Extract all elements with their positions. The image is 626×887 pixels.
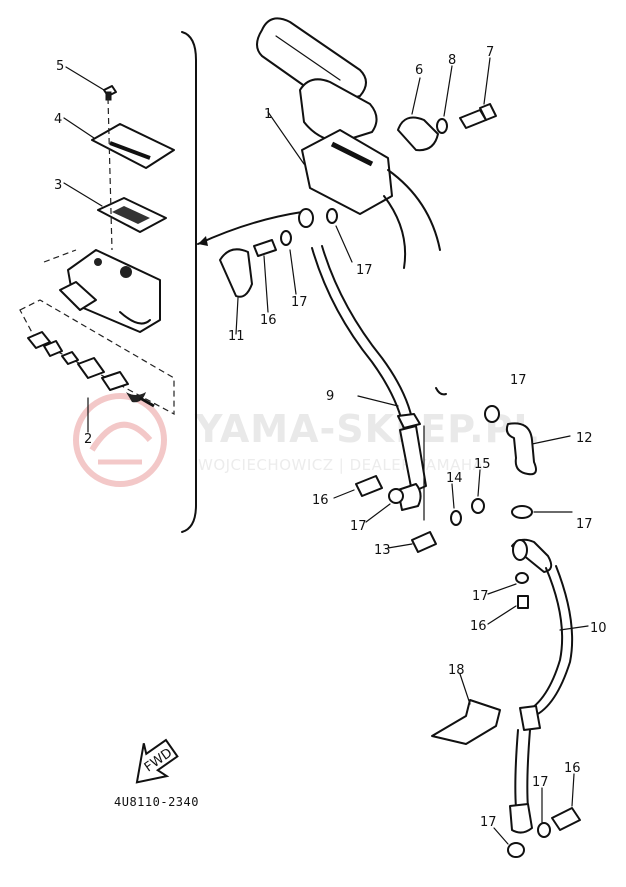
leader-17-bottom	[493, 827, 509, 845]
callout-17-lower: 17	[472, 589, 489, 604]
part-17-washer-hose10	[487, 572, 529, 595]
part-16-bolt-top	[253, 239, 277, 313]
callout-10: 10	[590, 621, 607, 636]
watermark: YAMA-SKLEP.PL WOJCIECHOWICZ | DEALER YAM…	[73, 393, 539, 487]
part-17-washer-mid	[365, 488, 404, 523]
callout-17-right: 17	[576, 517, 593, 532]
callouts: 5 4 3 2 1 6 8 7 11 16 17 17 17 9 17 12 1…	[54, 45, 607, 830]
part-9-brake-hose	[298, 208, 427, 521]
callout-15: 15	[474, 457, 491, 472]
part-12-brake-pipe	[435, 387, 571, 476]
part-number: 4U8110-2340	[114, 795, 199, 809]
part-4-cap	[63, 117, 175, 169]
callout-11: 11	[228, 329, 245, 344]
callout-2: 2	[84, 432, 92, 447]
part-17-washer-bottom	[537, 787, 551, 838]
part-16-bolt-hose10	[487, 595, 529, 625]
callout-18: 18	[448, 663, 465, 678]
part-6-holder	[397, 77, 439, 152]
callout-17-bottom-a: 17	[532, 775, 549, 790]
callout-17-mid: 17	[350, 519, 367, 534]
callout-1: 1	[264, 107, 272, 122]
callout-17-pipe: 17	[510, 373, 527, 388]
part-10-brake-hose	[507, 538, 589, 858]
part-3-diaphragm	[63, 97, 167, 251]
part-17-washer-lever	[326, 208, 353, 263]
callout-12: 12	[576, 431, 593, 446]
handlebar-assembly	[256, 17, 441, 269]
part-8-washer	[436, 65, 453, 134]
part-17-washer-right	[511, 505, 573, 519]
callout-16-mid: 16	[312, 493, 329, 508]
callout-16-hose10: 16	[470, 619, 487, 634]
callout-17-lever: 17	[356, 263, 373, 278]
watermark-logo	[73, 393, 167, 487]
front-arrow: FWD	[135, 738, 179, 784]
part-5-screw	[65, 66, 117, 101]
callout-3: 3	[54, 178, 62, 193]
callout-17-top: 17	[291, 295, 308, 310]
callout-7: 7	[486, 45, 494, 60]
part-13-bolt	[387, 531, 437, 553]
callout-16-bottom: 16	[564, 761, 581, 776]
part-15-nut	[471, 469, 485, 514]
callout-4: 4	[54, 112, 62, 127]
part-18-bracket	[431, 673, 501, 745]
arrow-to-lever	[197, 211, 303, 245]
piston-assembly	[27, 331, 155, 408]
watermark-subtitle: WOJCIECHOWICZ | DEALER YAMAHA	[198, 456, 484, 474]
part-11-banjo-union	[219, 248, 253, 335]
callout-14: 14	[446, 471, 463, 486]
callout-17-bottom-b: 17	[480, 815, 497, 830]
callout-16-top: 16	[260, 313, 277, 328]
callout-9: 9	[326, 389, 334, 404]
part-2-master-cylinder	[19, 249, 175, 433]
callout-5: 5	[56, 59, 64, 74]
callout-13: 13	[374, 543, 391, 558]
part-7-bolt	[459, 57, 497, 129]
group-bracket	[181, 31, 197, 533]
callout-8: 8	[448, 53, 456, 68]
part-17-washer-top	[280, 230, 297, 295]
part-16-bolt-bottom	[551, 773, 581, 831]
part-16-bolt-mid	[333, 475, 383, 499]
part-14-washer	[450, 483, 462, 526]
callout-6: 6	[415, 63, 423, 78]
watermark-title: YAMA-SKLEP.PL	[194, 407, 539, 451]
